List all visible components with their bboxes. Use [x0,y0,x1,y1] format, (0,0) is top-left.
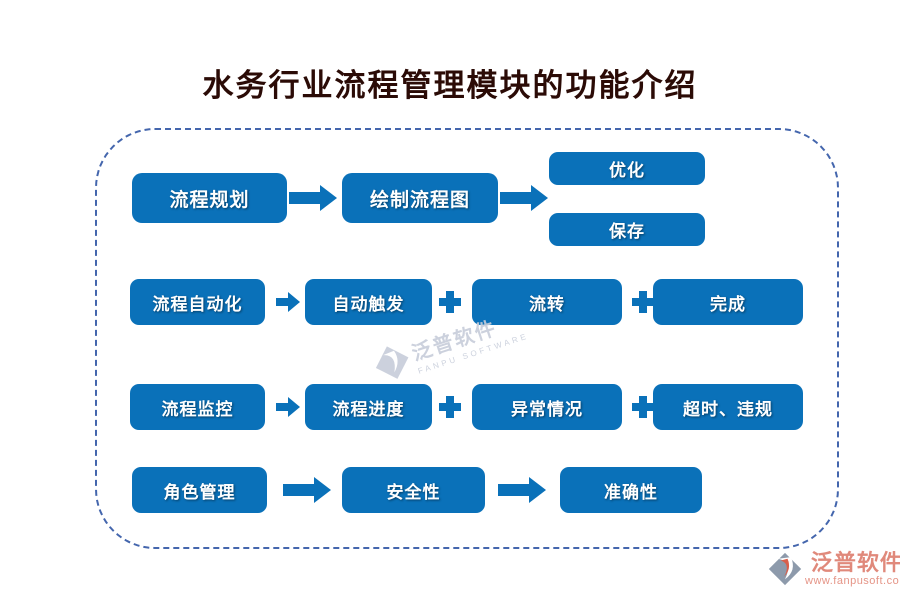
node-auto-trigger: 自动触发 [305,279,432,325]
arrow-right-icon [289,185,337,211]
arrow-head [320,185,337,211]
plus-icon [439,396,461,418]
arrow-right-icon [276,292,300,312]
node-flow-transfer: 流转 [472,279,622,325]
arrow-head [288,397,300,417]
node-overtime-violation: 超时、违规 [653,384,803,430]
arrow-tail [276,403,289,411]
node-optimize: 优化 [549,152,705,185]
arrow-right-icon [498,477,546,503]
footer-logo: 泛普软件 www.fanpusoft.com [768,551,900,592]
footer-text: 泛普软件 www.fanpusoft.com [805,550,900,588]
arrow-right-icon [500,185,548,211]
node-process-monitor: 流程监控 [130,384,265,430]
node-exception: 异常情况 [472,384,622,430]
plus-icon [632,291,654,313]
fanpu-diamond-logo-icon [768,551,802,592]
arrow-tail [276,298,289,306]
arrow-head [314,477,331,503]
page-title: 水务行业流程管理模块的功能介绍 [202,68,698,103]
node-draw-flowchart: 绘制流程图 [342,173,498,223]
plus-icon [632,396,654,418]
node-accuracy: 准确性 [560,467,702,513]
node-save: 保存 [549,213,705,246]
node-process-progress: 流程进度 [305,384,432,430]
arrow-head [531,185,548,211]
node-role-management: 角色管理 [132,467,267,513]
node-process-planning: 流程规划 [132,173,287,223]
arrow-tail [289,192,320,204]
node-complete: 完成 [653,279,803,325]
arrow-right-icon [276,397,300,417]
diagram-frame: 流程规划 绘制流程图 优化 保存 流程自动化 自动触发 流转 完成 流程监控 流… [95,128,839,549]
arrow-tail [283,484,314,496]
arrow-tail [498,484,529,496]
node-security: 安全性 [342,467,485,513]
arrow-head [529,477,546,503]
node-process-automation: 流程自动化 [130,279,265,325]
arrow-right-icon [283,477,331,503]
footer-website: www.fanpusoft.com [805,575,900,587]
plus-icon [439,291,461,313]
footer-brand: 泛普软件 [810,550,900,575]
arrow-head [288,292,300,312]
arrow-tail [500,192,531,204]
